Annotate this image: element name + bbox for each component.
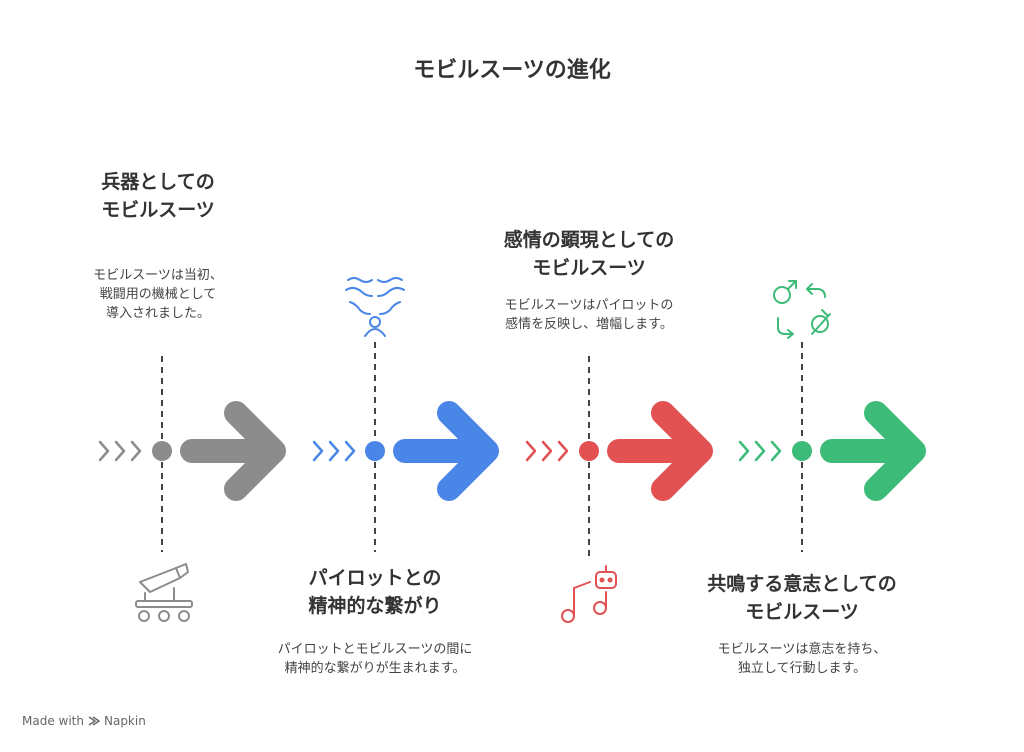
stage-3-chevrons xyxy=(525,440,569,462)
stage-1-arrow xyxy=(180,401,286,501)
stage-3-node xyxy=(579,441,599,461)
stage-3-arrow xyxy=(607,401,713,501)
stage-2-chevrons xyxy=(312,440,356,462)
mind-connection-icon xyxy=(345,277,405,337)
stage-4-description: モビルスーツは意志を持ち、 独立して行動します。 xyxy=(717,642,887,676)
stage-1-chevrons xyxy=(98,440,142,462)
gender-cycle-icon xyxy=(773,280,831,339)
robot-music-icon xyxy=(561,565,617,623)
footer: Made with Napkin xyxy=(22,714,146,728)
napkin-logo-icon xyxy=(88,716,100,726)
stage-2-node xyxy=(365,441,385,461)
cannon-icon xyxy=(135,563,193,622)
made-with-label: Made with xyxy=(22,714,84,728)
stage-3-heading: 感情の顕現としての モビルスーツ xyxy=(503,229,675,279)
stage-2-heading: パイロットとの 精神的な繋がり xyxy=(308,567,442,617)
stage-3-description: モビルスーツはパイロットの 感情を反映し、増幅します。 xyxy=(504,298,674,332)
stage-1-heading: 兵器としての モビルスーツ xyxy=(101,171,215,221)
stage-2-description: パイロットとモビルスーツの間に 精神的な繋がりが生まれます。 xyxy=(277,642,473,676)
stage-4-heading: 共鳴する意志としての モビルスーツ xyxy=(707,573,897,623)
page-title: モビルスーツの進化 xyxy=(413,58,611,83)
stage-2-arrow xyxy=(393,401,499,501)
napkin-brand[interactable]: Napkin xyxy=(103,714,146,728)
stage-4-chevrons xyxy=(738,440,782,462)
stage-4-node xyxy=(792,441,812,461)
stage-1-description: モビルスーツは当初、 戦闘用の機械として 導入されました。 xyxy=(93,268,223,321)
stage-1-node xyxy=(152,441,172,461)
stage-4-arrow xyxy=(820,401,926,501)
